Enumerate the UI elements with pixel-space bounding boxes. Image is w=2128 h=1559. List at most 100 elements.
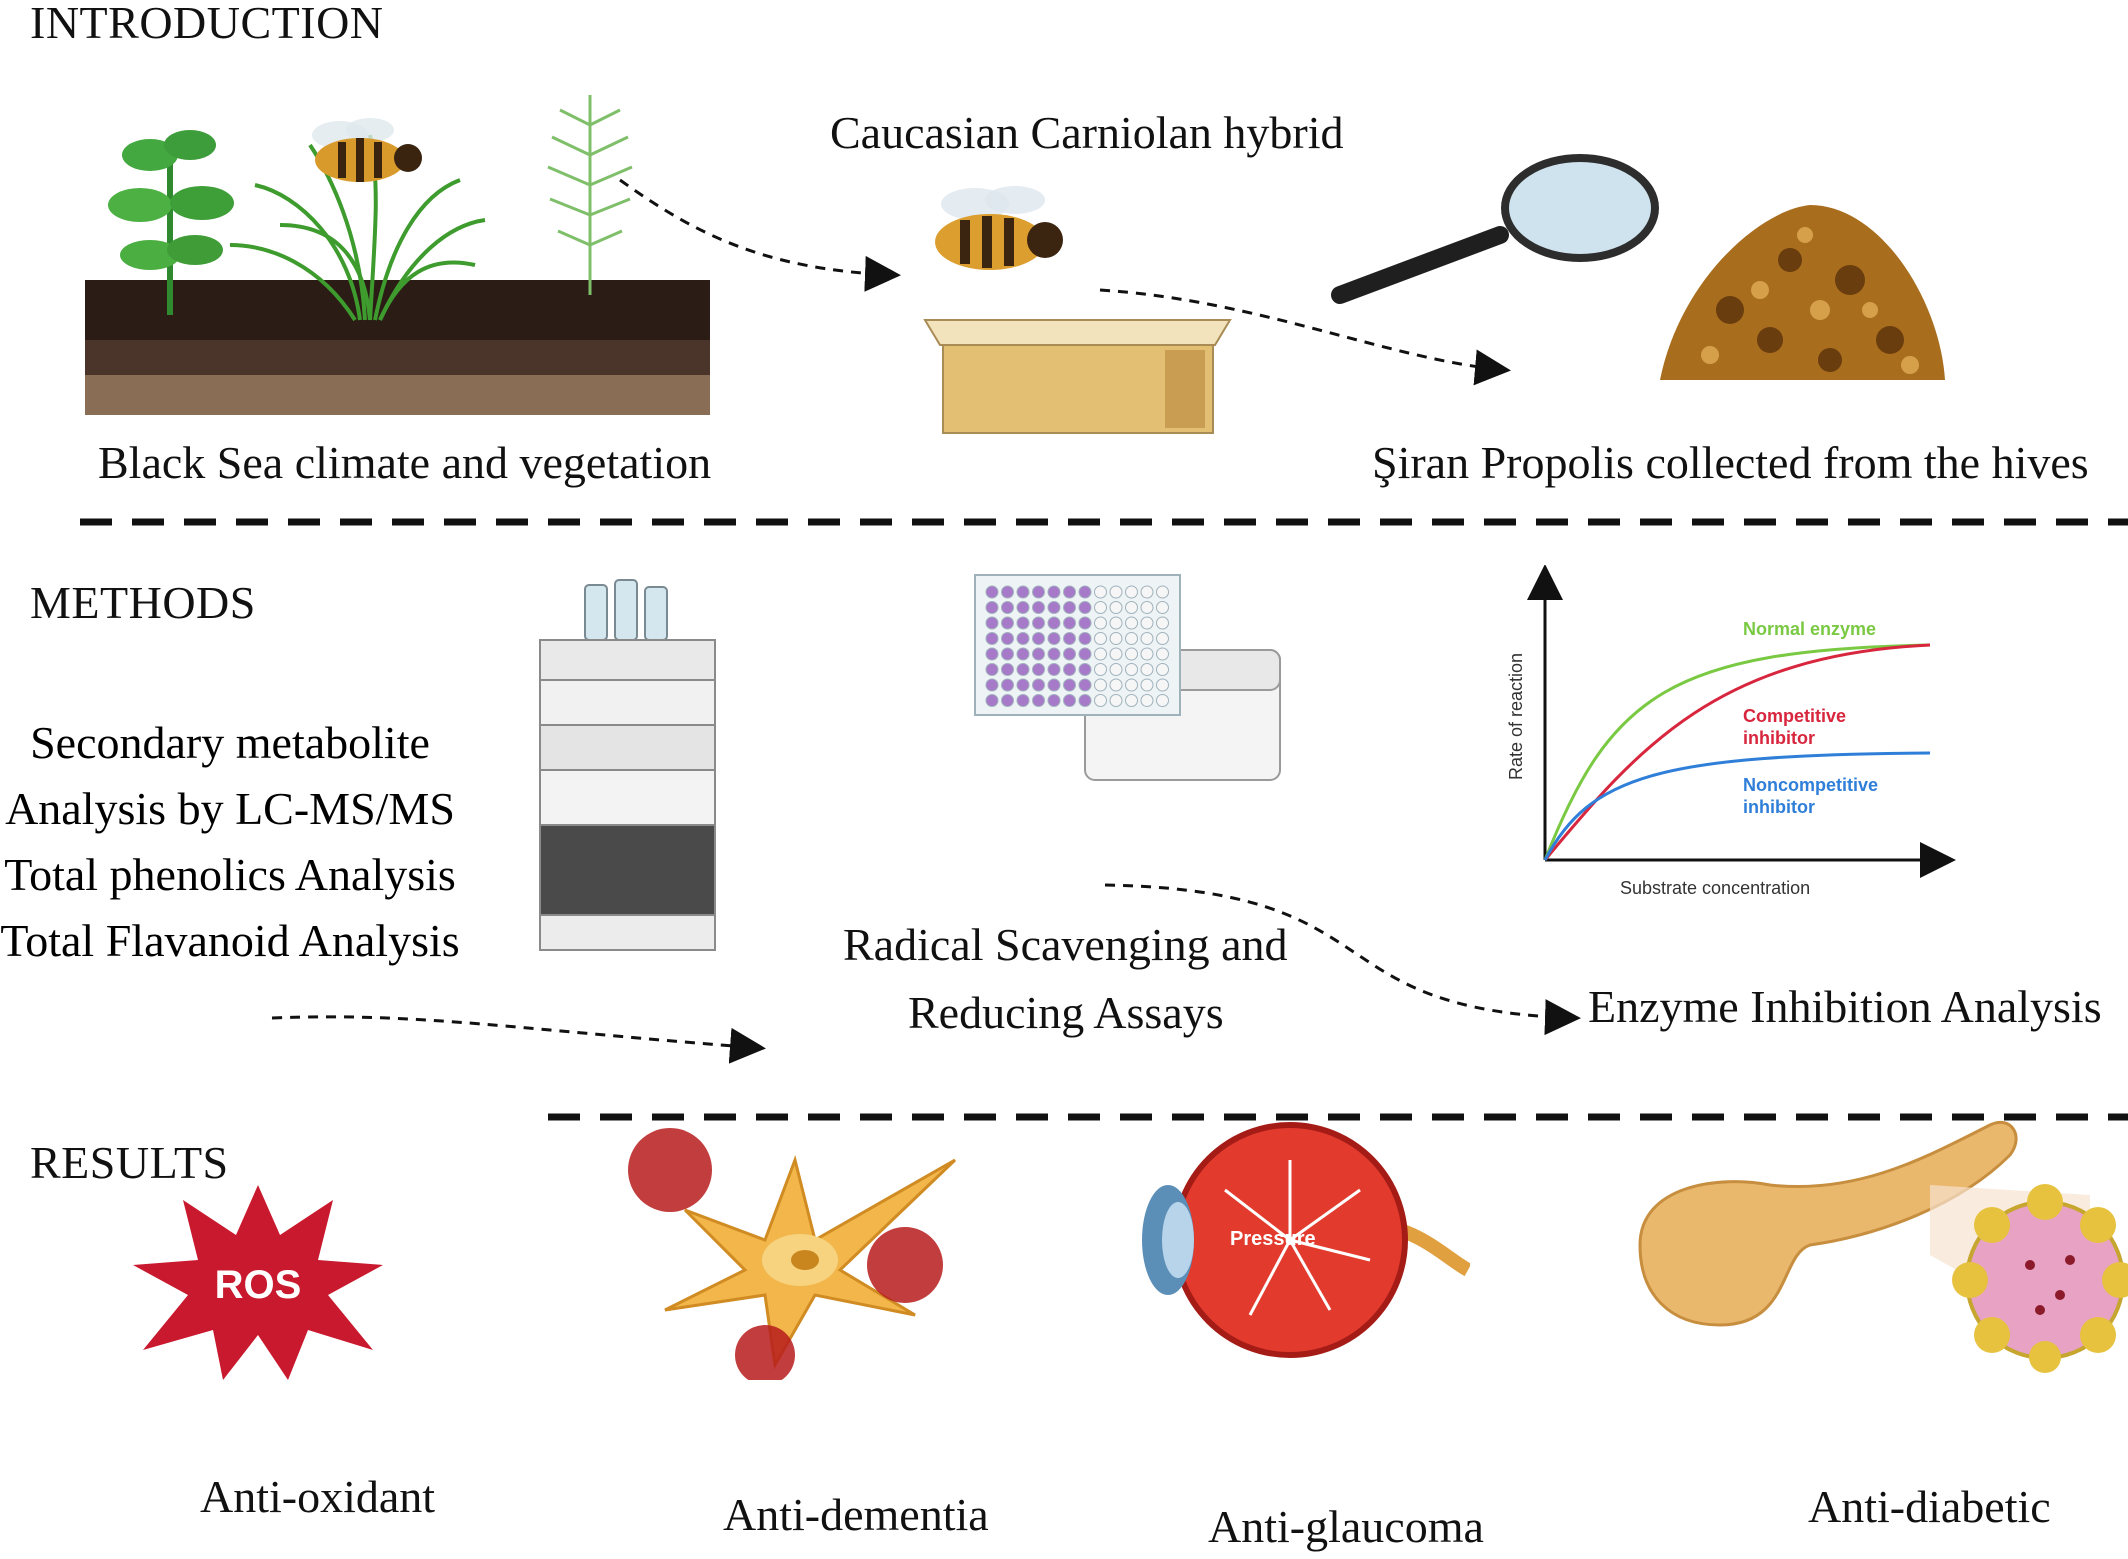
microplate-well <box>1125 601 1138 614</box>
microplate-well <box>1156 647 1169 661</box>
microplate-well <box>1001 663 1014 676</box>
microplate-well <box>1078 663 1092 676</box>
microplate-well <box>1063 632 1076 645</box>
section-heading-methods: METHODS <box>30 577 256 628</box>
microplate-well <box>1094 647 1107 661</box>
eye-icon: Pressure <box>1142 1122 1470 1358</box>
microplate-well <box>1001 647 1014 661</box>
microplate-well <box>1047 585 1061 599</box>
ros-burst-icon: ROS <box>133 1185 383 1380</box>
microplate-well <box>1140 663 1154 676</box>
chart-y-label: Rate of reaction <box>1506 653 1526 780</box>
lc-ms-instrument-icon <box>539 579 716 951</box>
bee-icon <box>312 118 422 182</box>
result-label-anti-oxidant: Anti-oxidant <box>200 1471 436 1522</box>
magnifier-icon <box>1331 154 1659 304</box>
legend-normal-enzyme: Normal enzyme <box>1743 619 1876 639</box>
microplate-well <box>1078 694 1092 707</box>
microplate-well <box>1140 585 1154 599</box>
microplate-well <box>1016 616 1030 630</box>
microplate-well <box>1063 647 1076 661</box>
microplate-well <box>1063 616 1076 630</box>
microplate-well <box>1109 663 1123 676</box>
microplate-well <box>1094 601 1107 614</box>
microplate-well <box>1094 616 1107 630</box>
microplate-well <box>1047 694 1061 707</box>
result-label-anti-diabetic: Anti-diabetic <box>1808 1481 2051 1532</box>
curve-noncompetitive-inhibitor <box>1543 751 1931 861</box>
hive-icon <box>923 319 1232 434</box>
microplate-well <box>1016 694 1030 707</box>
microplate-well <box>985 647 999 661</box>
microplate-well <box>1156 694 1169 707</box>
microplate-well <box>1094 678 1107 692</box>
microplate-well <box>1109 694 1123 707</box>
lcms-line: Secondary metabolite <box>30 717 430 768</box>
propolis-icon <box>1660 205 1945 380</box>
microplate-well <box>1032 616 1045 630</box>
microplate-well <box>1078 647 1092 661</box>
bee-label: Caucasian Carniolan hybrid <box>830 107 1344 158</box>
microplate-well <box>1094 585 1107 599</box>
microplate-well <box>1063 694 1076 707</box>
propolis-label: Şiran Propolis collected from the hives <box>1372 437 2089 488</box>
curve-competitive-inhibitor <box>1543 643 1931 861</box>
result-label-anti-glaucoma: Anti-glaucoma <box>1208 1501 1484 1552</box>
microplate-well <box>985 678 999 692</box>
microplate-well <box>1032 694 1045 707</box>
microplate-well <box>1016 585 1030 599</box>
microplate-well <box>1109 616 1123 630</box>
neuron-icon <box>628 1128 957 1380</box>
microplate-well <box>1001 616 1014 630</box>
assay-label-line2: Reducing Assays <box>908 987 1224 1038</box>
lcms-line: Analysis by LC-MS/MS <box>5 783 455 834</box>
microplate-well <box>1140 616 1154 630</box>
enzyme-inhibition-label: Enzyme Inhibition Analysis <box>1588 981 2102 1032</box>
microplate-well <box>1109 632 1123 645</box>
microplate-well <box>1047 678 1061 692</box>
microplate-well <box>1016 663 1030 676</box>
curve-normal-enzyme <box>1543 643 1931 861</box>
microplate-well <box>1016 678 1030 692</box>
microplate-reader-icon <box>974 574 1281 781</box>
microplate-well <box>1109 585 1123 599</box>
microplate-well <box>1125 585 1138 599</box>
section-heading-introduction: INTRODUCTION <box>30 0 384 48</box>
microplate-well <box>985 616 999 630</box>
arrow-vegetation-to-bee <box>619 178 901 292</box>
pancreas-icon <box>1638 1120 2128 1373</box>
microplate-well <box>1094 694 1107 707</box>
microplate-well <box>1156 632 1169 645</box>
chart-x-label: Substrate concentration <box>1620 878 1810 898</box>
microplate-well <box>1001 678 1014 692</box>
lcms-line: Total phenolics Analysis <box>4 849 456 900</box>
microplate-well <box>1032 663 1045 676</box>
result-label-anti-dementia: Anti-dementia <box>723 1489 989 1540</box>
microplate-well <box>1078 632 1092 645</box>
microplate-well <box>1078 585 1092 599</box>
microplate-well <box>985 585 999 599</box>
microplate-well <box>1094 632 1107 645</box>
microplate-well <box>1047 647 1061 661</box>
microplate-well <box>1125 647 1138 661</box>
microplate-well <box>1063 663 1076 676</box>
microplate-well <box>1047 616 1061 630</box>
microplate-well <box>1032 601 1045 614</box>
microplate-well <box>1109 601 1123 614</box>
microplate-well <box>1156 663 1169 676</box>
microplate-well <box>1032 647 1045 661</box>
microplate-well <box>1063 601 1076 614</box>
microplate-well <box>1032 632 1045 645</box>
microplate-well <box>985 663 999 676</box>
arrow-assays-to-enzyme <box>1104 883 1581 1036</box>
microplate-well <box>1078 616 1092 630</box>
vegetation-illustration <box>85 95 710 415</box>
microplate-well <box>1063 678 1076 692</box>
microplate-well <box>1140 678 1154 692</box>
microplate-well <box>1078 601 1092 614</box>
microplate-well <box>1063 585 1076 599</box>
microplate-well <box>985 694 999 707</box>
microplate-well <box>985 632 999 645</box>
